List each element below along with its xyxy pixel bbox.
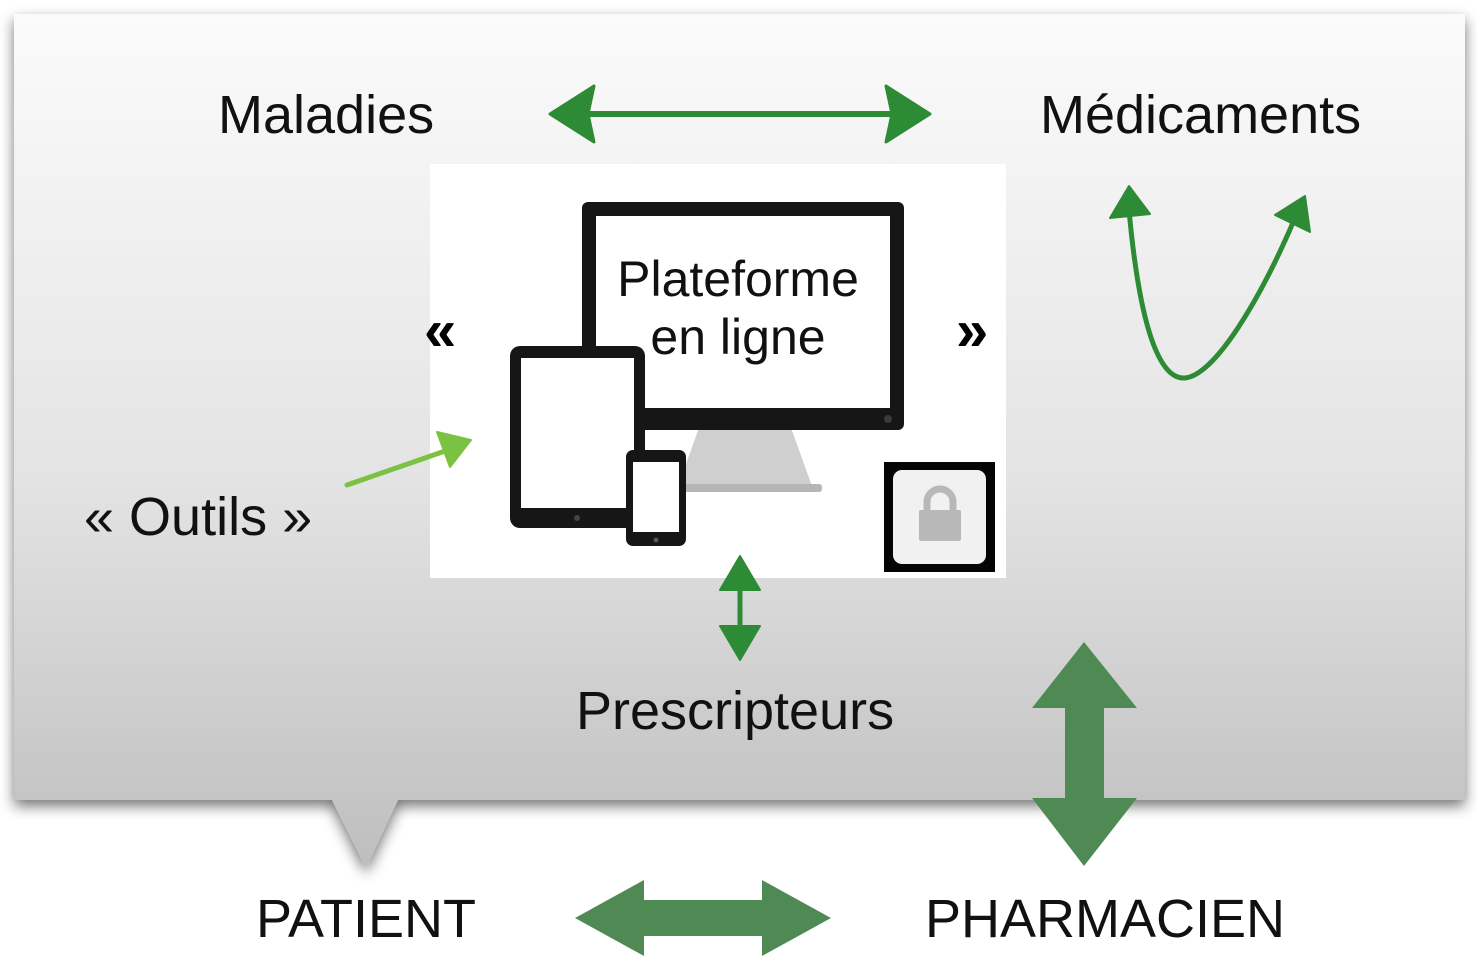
open-quote-mark: « — [424, 298, 457, 363]
patient-pharmacien-arrow — [575, 880, 831, 956]
patient-label: PATIENT — [256, 889, 477, 949]
pharmacien-vertical-arrow — [1032, 642, 1137, 866]
maladies-medicaments-arrow — [548, 84, 932, 144]
outils-to-platform-arrow — [344, 431, 472, 488]
platform-label-line2: en ligne — [650, 309, 826, 365]
platform-label: Plateforme en ligne — [598, 250, 878, 366]
prescripteurs-label: Prescripteurs — [576, 681, 895, 741]
maladies-label: Maladies — [218, 85, 435, 145]
close-quote-mark: » — [956, 298, 989, 363]
outils-label: « Outils » — [84, 487, 313, 547]
platform-prescripteurs-arrow — [719, 555, 761, 661]
medicaments-label: Médicaments — [1040, 85, 1362, 145]
platform-label-line1: Plateforme — [617, 251, 859, 307]
pharmacien-label: PHARMACIEN — [925, 889, 1286, 949]
smartphone-icon — [626, 450, 686, 546]
lock-icon — [884, 462, 995, 572]
tablet-icon — [510, 346, 645, 528]
desktop-monitor-icon — [582, 202, 904, 492]
medicaments-cycle-arrow — [1109, 185, 1311, 381]
